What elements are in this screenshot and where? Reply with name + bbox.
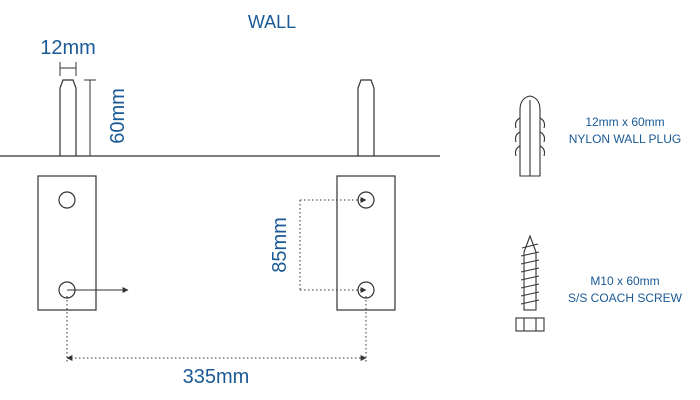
plug-depth-label: 60mm	[107, 88, 129, 144]
plug-diameter-dimension	[59, 62, 77, 76]
plug-depth-dimension	[84, 79, 96, 157]
coach-screw-name: S/S COACH SCREW	[568, 291, 683, 305]
bracket-spacing-label: 335mm	[183, 366, 250, 388]
coach-screw-icon	[515, 234, 545, 332]
plug-post-right	[357, 79, 375, 156]
bracket-spacing-dimension	[66, 296, 367, 362]
plug-post-left	[59, 79, 77, 156]
hole-spacing-label: 85mm	[269, 217, 291, 273]
wall-plug-size: 12mm x 60mm	[585, 115, 664, 129]
wall-plug-icon	[514, 95, 546, 177]
hole-spacing-dimension	[299, 197, 367, 293]
wall-plug-name: NYLON WALL PLUG	[569, 132, 681, 146]
wall-title: WALL	[248, 12, 296, 32]
plug-diameter-label: 12mm	[40, 37, 96, 59]
bracket-right	[336, 175, 396, 311]
coach-screw-size: M10 x 60mm	[590, 274, 659, 288]
